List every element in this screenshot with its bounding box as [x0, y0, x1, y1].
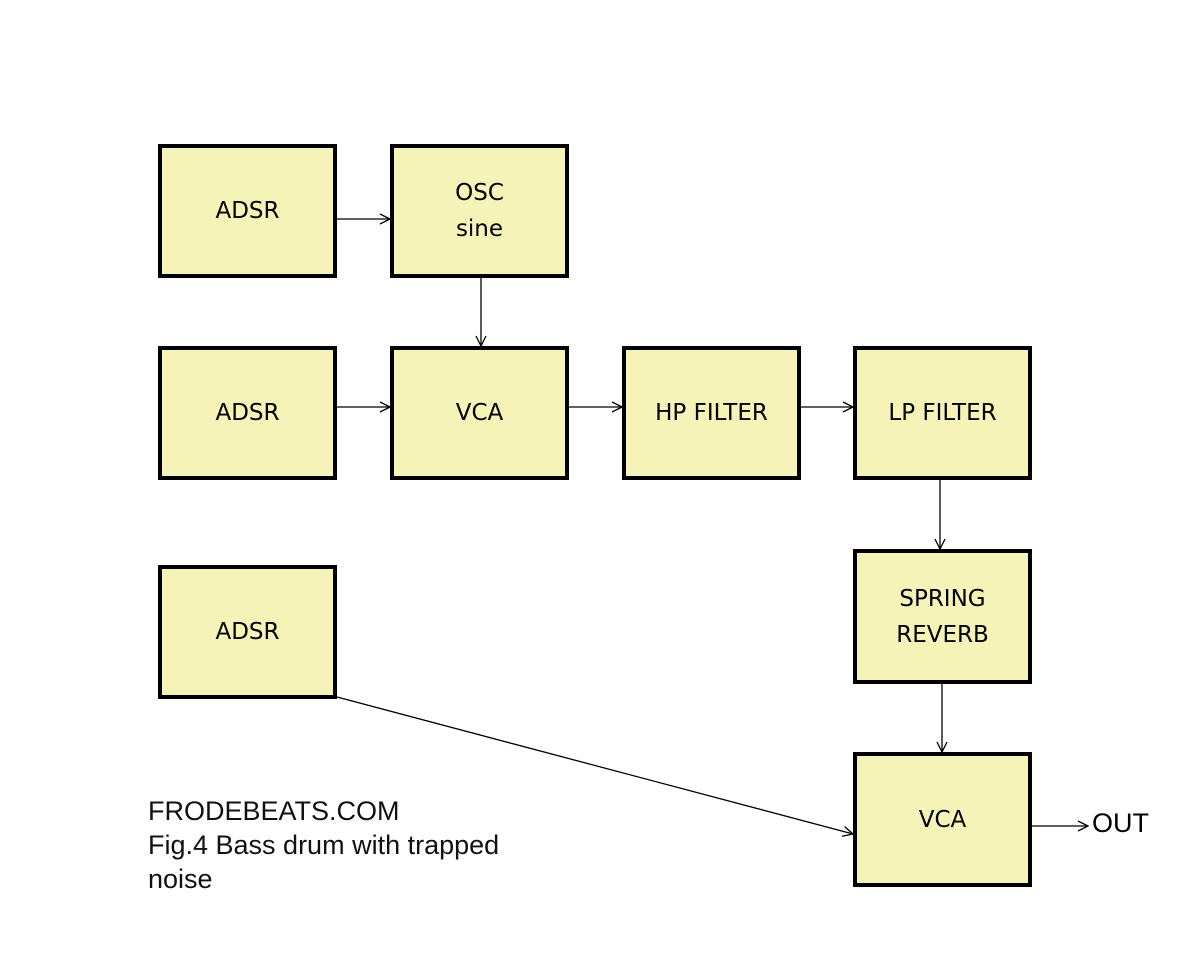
block-label: ADSR — [215, 619, 280, 645]
block-label: SPRING — [899, 585, 986, 612]
block-label: LP FILTER — [888, 400, 997, 426]
hp-filter-block: HP FILTER — [622, 346, 801, 480]
output-label: OUT — [1092, 808, 1149, 838]
vca-block-2: VCA — [853, 752, 1032, 887]
lp-filter-block: LP FILTER — [853, 346, 1032, 480]
block-sublabel: REVERB — [896, 621, 989, 648]
osc-sine-block: OSC sine — [390, 144, 569, 278]
block-label: OSC — [455, 180, 504, 206]
caption-title: Fig.4 Bass drum with trapped — [148, 830, 500, 860]
caption-site: FRODEBEATS.COM — [148, 796, 400, 826]
adsr-block-2: ADSR — [158, 346, 337, 480]
block-label: ADSR — [215, 198, 280, 224]
adsr-block-1: ADSR — [158, 144, 337, 278]
spring-reverb-block: SPRING REVERB — [853, 549, 1032, 684]
block-label: VCA — [455, 400, 504, 426]
block-label: ADSR — [215, 400, 280, 426]
figure-caption: FRODEBEATS.COM Fig.4 Bass drum with trap… — [148, 794, 608, 896]
block-label: HP FILTER — [655, 400, 768, 426]
adsr-block-3: ADSR — [158, 565, 337, 699]
block-label: VCA — [918, 806, 967, 833]
vca-block-1: VCA — [390, 346, 569, 480]
caption-title-cont: noise — [148, 864, 213, 894]
arrow-adsr3-to-vca2 — [336, 696, 853, 834]
block-sublabel: sine — [455, 216, 504, 242]
